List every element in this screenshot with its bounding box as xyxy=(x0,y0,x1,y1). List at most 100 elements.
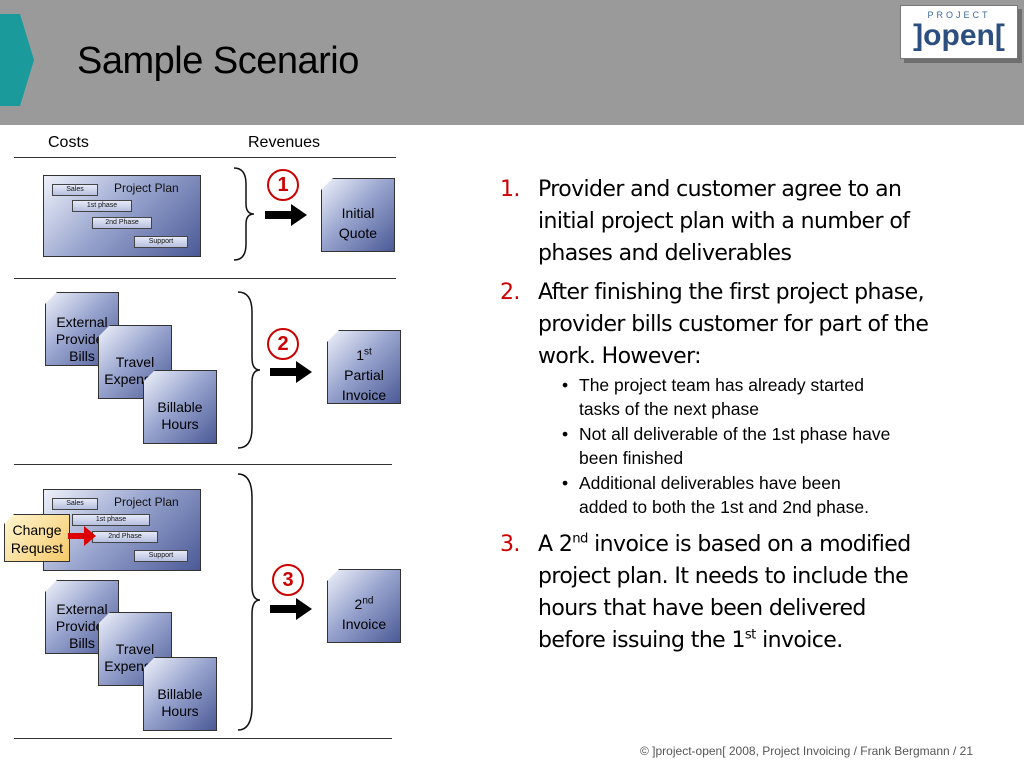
bullet-text: The project team has already started tas… xyxy=(579,373,864,421)
sub-bullet-3: • Additional deliverables have been adde… xyxy=(562,471,1002,519)
text-line: After finishing the first project phase, xyxy=(538,280,925,305)
text-line: Additional deliverables have been xyxy=(579,473,841,493)
plan-phase2-bar: 2nd Phase xyxy=(92,217,152,229)
revenues-heading: Revenues xyxy=(248,134,321,151)
doc-label-line: Billable xyxy=(157,399,203,415)
doc-ordinal: nd xyxy=(362,595,374,607)
slide-header xyxy=(0,0,1024,125)
text-line: provider bills customer for part of the xyxy=(538,312,929,337)
logo-small-text: PROJECT xyxy=(927,10,991,20)
list-number: 1. xyxy=(500,177,520,202)
doc-label-line: Provider xyxy=(55,331,109,347)
divider-1 xyxy=(14,278,396,279)
partial-invoice-doc: 1st Partial Invoice xyxy=(327,330,401,404)
doc-label-line: Bills xyxy=(69,635,95,651)
arrow-icon xyxy=(270,598,312,620)
project-plan-title: Project Plan xyxy=(114,181,179,195)
doc-label-line: Invoice xyxy=(341,387,387,403)
brace-3 xyxy=(237,473,261,731)
bullet-dot: • xyxy=(562,473,569,493)
doc-ordinal: st xyxy=(364,346,372,358)
text-line: been finished xyxy=(579,448,684,468)
doc-number: 1 xyxy=(356,347,364,363)
doc-label-line: Quote xyxy=(338,225,378,241)
sub-bullet-1: • The project team has already started t… xyxy=(562,373,1002,421)
text-line: project plan. It needs to include the xyxy=(538,564,909,589)
list-item-text: A 2nd invoice is based on a modified pro… xyxy=(538,529,911,657)
doc-label-line: Hours xyxy=(161,703,199,719)
change-request-doc: Change Request xyxy=(4,514,70,562)
ordinal-suffix: nd xyxy=(572,531,588,547)
billable-hours-doc: Billable Hours xyxy=(143,370,217,444)
list-item-2: 2. After finishing the first project pha… xyxy=(500,277,1010,377)
text-line: work. However: xyxy=(538,344,702,369)
text-line: added to both the 1st and 2nd phase. xyxy=(579,497,869,517)
plan-phase1-bar: 1st phase xyxy=(72,200,132,212)
second-invoice-doc: 2nd Invoice xyxy=(327,569,401,643)
doc-label-line: Invoice xyxy=(341,616,387,632)
text-span: invoice. xyxy=(755,628,843,653)
list-item-text: After finishing the first project phase,… xyxy=(538,277,929,373)
text-line: The project team has already started xyxy=(579,375,865,395)
text-line: phases and deliverables xyxy=(538,241,792,266)
plan-sales-bar: Sales xyxy=(52,498,98,510)
doc-label-line: Travel xyxy=(115,641,155,657)
list-item-1: 1. Provider and customer agree to an ini… xyxy=(500,174,1010,274)
change-arrow-icon xyxy=(68,526,96,546)
text-line: Not all deliverable of the 1st phase hav… xyxy=(579,424,891,444)
sub-bullet-2: • Not all deliverable of the 1st phase h… xyxy=(562,422,1002,470)
slide-footer: © ]project-open[ 2008, Project Invoicing… xyxy=(640,744,974,758)
plan-sales-bar: Sales xyxy=(52,184,98,196)
doc-number: 2 xyxy=(354,596,363,612)
divider-top xyxy=(14,157,396,158)
list-item-3: 3. A 2nd invoice is based on a modified … xyxy=(500,529,1010,661)
arrow-icon xyxy=(270,361,312,383)
project-open-logo: PROJECT ]open[ xyxy=(900,5,1018,59)
divider-2 xyxy=(14,464,392,465)
text-line: Provider and customer agree to an xyxy=(538,177,902,202)
arrow-icon xyxy=(265,204,307,226)
billable-hours-doc: Billable Hours xyxy=(143,657,217,731)
doc-label-line: Initial xyxy=(341,205,375,221)
list-item-text: Provider and customer agree to an initia… xyxy=(538,174,910,270)
project-plan-title: Project Plan xyxy=(114,495,179,509)
doc-label-line: Billable xyxy=(157,686,203,702)
bullet-dot: • xyxy=(562,375,569,395)
plan-support-bar: Support xyxy=(134,550,188,562)
list-number: 2. xyxy=(500,280,520,305)
project-plan-box-1: Project Plan Sales 1st phase 2nd Phase S… xyxy=(43,175,201,257)
plan-phase1-bar: 1st phase xyxy=(72,514,150,526)
costs-heading: Costs xyxy=(48,134,89,151)
bullet-text: Not all deliverable of the 1st phase hav… xyxy=(579,422,890,470)
doc-label-line: External xyxy=(56,314,108,330)
doc-label-line: Request xyxy=(10,540,64,556)
doc-label-line: 1st xyxy=(328,347,400,364)
text-line: before issuing the 1st invoice. xyxy=(538,625,911,657)
text-span: invoice is based on a modified xyxy=(587,532,911,557)
doc-label-line: Partial xyxy=(344,367,384,383)
logo-main-text: ]open[ xyxy=(913,19,1005,52)
ordinal-suffix: st xyxy=(744,627,756,643)
step-number-2: 2 xyxy=(267,328,299,360)
doc-label-line: External xyxy=(56,601,108,617)
initial-quote-doc: Initial Quote xyxy=(321,178,395,252)
plan-phase2-bar: 2nd Phase xyxy=(92,531,158,543)
plan-support-bar: Support xyxy=(134,236,188,248)
list-number: 3. xyxy=(500,532,520,557)
doc-label-line: 2nd xyxy=(328,596,400,613)
text-span: A 2 xyxy=(538,532,573,557)
step-number-3: 3 xyxy=(272,564,304,596)
doc-label-line: Provider xyxy=(55,618,109,634)
text-line: initial project plan with a number of xyxy=(538,209,910,234)
bullet-dot: • xyxy=(562,424,569,444)
doc-label-line: Bills xyxy=(69,348,95,364)
bullet-text: Additional deliverables have been added … xyxy=(579,471,869,519)
page-title: Sample Scenario xyxy=(77,40,359,82)
header-accent-tab xyxy=(0,14,34,106)
text-span: before issuing the 1 xyxy=(538,628,745,653)
divider-bottom xyxy=(14,738,392,739)
text-line: hours that have been delivered xyxy=(538,596,866,621)
doc-label-line: Hours xyxy=(161,416,199,432)
doc-label-line: Travel xyxy=(115,354,155,370)
text-line: tasks of the next phase xyxy=(579,399,759,419)
